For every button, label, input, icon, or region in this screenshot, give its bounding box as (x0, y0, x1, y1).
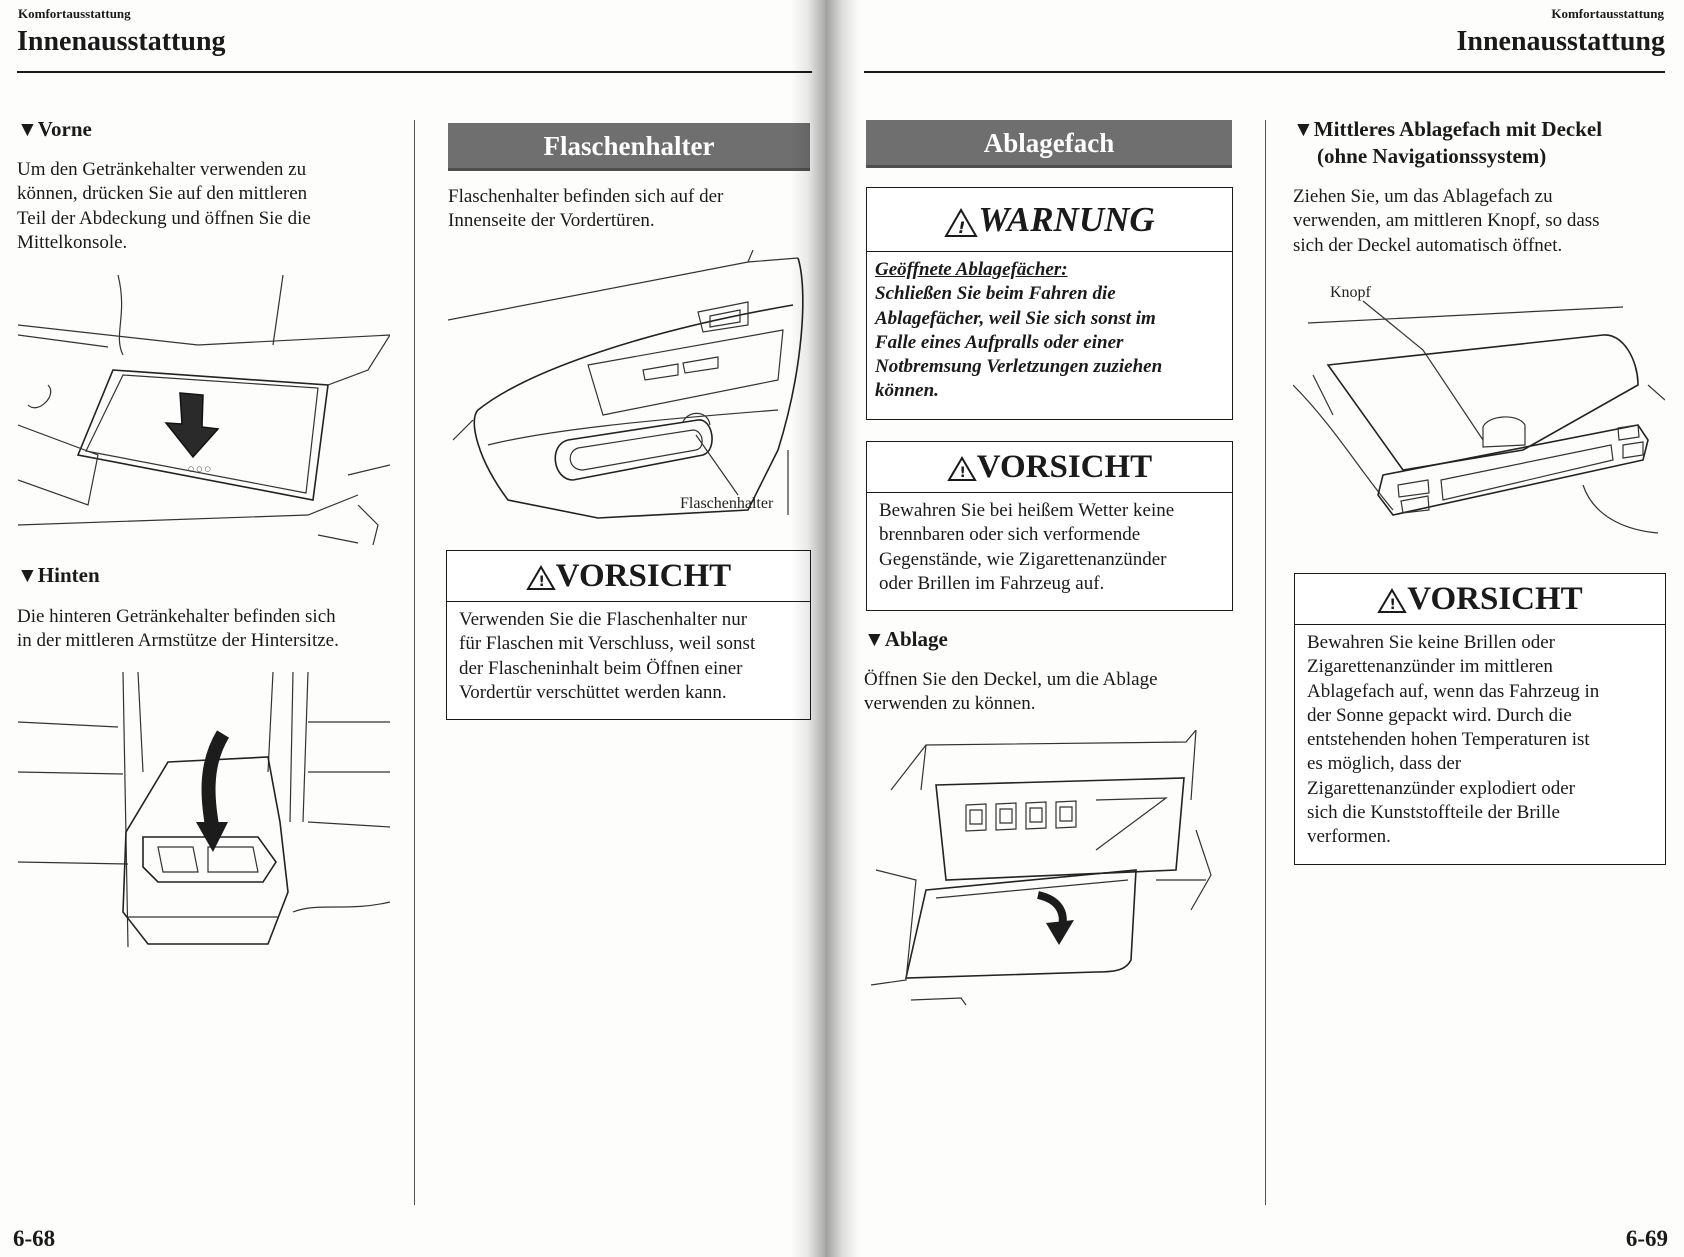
door-bottle-holder-illustration: Flaschenhalter (448, 250, 804, 519)
vorne-text: Um den Getränkehalter verwenden zu könne… (17, 159, 311, 253)
caution-box-ablagefach: !VORSICHT Bewahren Sie bei heißem Wetter… (866, 441, 1233, 611)
warning-triangle-icon: ! (1377, 588, 1408, 614)
svg-text:!: ! (1390, 597, 1396, 613)
lower-storage-illustration (870, 730, 1212, 1006)
warning-box-ablagefach: !WARNUNG Geöffnete Ablagefächer: Schließ… (866, 187, 1233, 420)
warning-triangle-icon: ! (526, 565, 556, 591)
caution-box-flaschenhalter: !VORSICHT Verwenden Sie die Flaschenhalt… (446, 550, 811, 720)
page-title-right: Innenausstattung (1456, 26, 1665, 57)
caution-title: !VORSICHT (447, 551, 810, 602)
caution-title: !VORSICHT (867, 442, 1232, 493)
column-divider-left (414, 120, 415, 1205)
svg-text:!: ! (538, 574, 544, 590)
header-rule-left (17, 71, 812, 73)
triangle-bullet-icon: ▼ (864, 627, 885, 651)
warning-triangle-icon: ! (944, 207, 979, 237)
front-console-illustration: ○ ○ ○ (18, 275, 390, 545)
banner-ablagefach: Ablagefach (866, 120, 1232, 168)
flaschenhalter-intro: Flaschenhalter befinden sich auf der Inn… (448, 186, 724, 232)
caution-text: Verwenden Sie die Flaschenhalter nur für… (459, 609, 756, 703)
svg-text:○ ○ ○: ○ ○ ○ (188, 465, 211, 473)
header-rule-right (864, 71, 1665, 73)
heading-vorne: ▼Vorne (17, 117, 92, 141)
svg-text:!: ! (959, 465, 965, 481)
banner-flaschenhalter: Flaschenhalter (448, 123, 810, 171)
running-head-right: Komfortausstattung (1551, 6, 1664, 21)
warning-title: !WARNUNG (867, 188, 1232, 252)
svg-text:!: ! (958, 218, 965, 237)
warning-triangle-icon: ! (947, 456, 977, 482)
figure-label-knopf: Knopf (1330, 284, 1372, 301)
figure-label-flaschenhalter: Flaschenhalter (680, 495, 774, 512)
triangle-bullet-icon: ▼ (17, 117, 38, 141)
running-head-left: Komfortausstattung (18, 6, 131, 21)
ablage-text: Öffnen Sie den Deckel, um die Ablage ver… (864, 669, 1158, 715)
center-storage-illustration: Knopf (1293, 284, 1665, 534)
page-number-right: 6-69 (1625, 1226, 1668, 1251)
triangle-bullet-icon: ▼ (1293, 117, 1314, 141)
column-divider-right (1265, 120, 1266, 1205)
heading-hinten: ▼Hinten (17, 563, 100, 587)
caution-text: Bewahren Sie keine Brillen oder Zigarett… (1307, 632, 1600, 848)
caution-title: !VORSICHT (1295, 574, 1665, 625)
caution-box-mittleres-ablagefach: !VORSICHT Bewahren Sie keine Brillen ode… (1294, 573, 1666, 865)
rear-armrest-illustration (18, 672, 390, 947)
warning-text: Geöffnete Ablagefächer: Schließen Sie be… (875, 259, 1163, 402)
mittleres-ablagefach-text: Ziehen Sie, um das Ablagefach zu verwend… (1293, 186, 1600, 256)
page-title-left: Innenausstattung (17, 26, 226, 57)
triangle-bullet-icon: ▼ (17, 563, 38, 587)
caution-text: Bewahren Sie bei heißem Wetter keine bre… (879, 500, 1175, 594)
heading-ablage: ▼Ablage (864, 627, 948, 651)
page-number-left: 6-68 (13, 1226, 56, 1251)
heading-mittleres-ablagefach: ▼Mittleres Ablagefach mit Deckel (ohne N… (1293, 117, 1603, 168)
hinten-text: Die hinteren Getränkehalter befinden sic… (17, 606, 339, 652)
book-gutter-shadow (790, 0, 860, 1257)
